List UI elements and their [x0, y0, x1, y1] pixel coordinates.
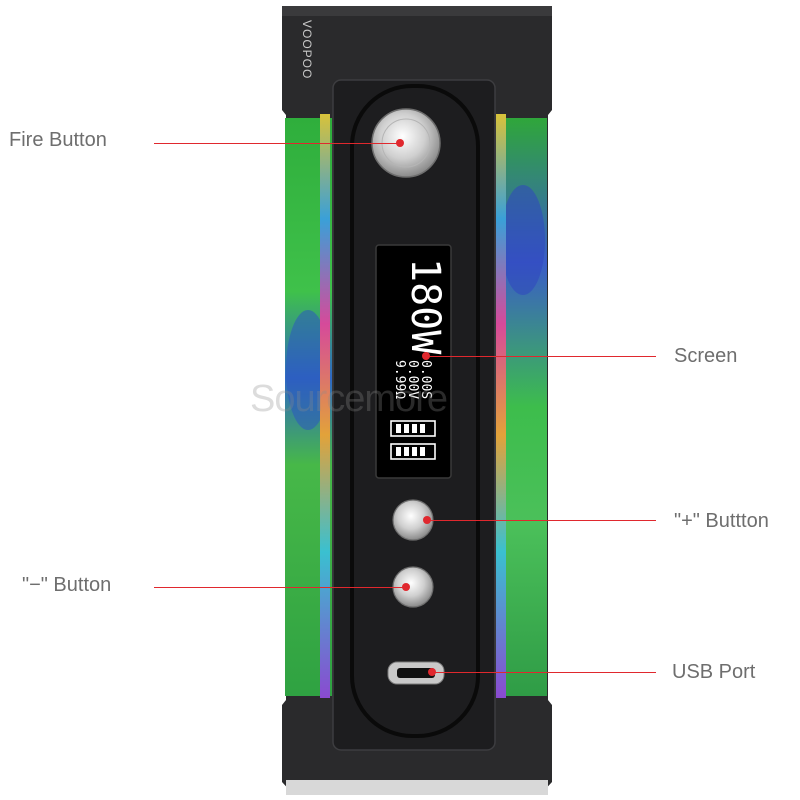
leader-line-fire-button: [154, 143, 402, 144]
battery-icon: [390, 443, 436, 460]
label-fire-button: Fire Button: [9, 129, 107, 151]
leader-dot-plus-button: [423, 516, 431, 524]
leader-line-screen: [426, 356, 656, 357]
label-usb-port: USB Port: [672, 661, 756, 683]
oled-screen: [375, 244, 452, 479]
leader-dot-minus-button: [402, 583, 410, 591]
leader-dot-screen: [422, 352, 430, 360]
screen-wattage: 180W: [402, 258, 448, 355]
battery-icon: [390, 420, 436, 437]
label-minus-button: "−" Button: [22, 574, 112, 596]
rainbow-trim-right: [496, 114, 506, 698]
rainbow-trim-left: [320, 114, 330, 698]
watermark: Sourcemore: [250, 378, 448, 420]
leader-line-usb-port: [432, 672, 656, 673]
brand-logo: VOOPOO: [300, 20, 314, 80]
label-plus-button: "+" Buttton: [674, 510, 769, 532]
leader-line-minus-button: [154, 587, 406, 588]
leader-line-plus-button: [427, 520, 656, 521]
leader-dot-usb-port: [428, 668, 436, 676]
leader-dot-fire-button: [396, 139, 404, 147]
label-screen: Screen: [674, 345, 738, 367]
